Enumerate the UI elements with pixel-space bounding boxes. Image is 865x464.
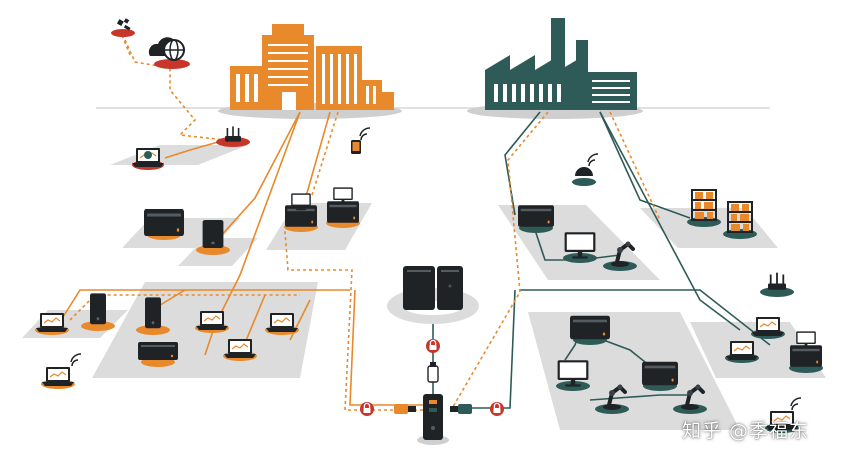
industrial-pc-icon — [563, 232, 597, 263]
satellite-icon — [111, 18, 135, 37]
network-switch-icon — [138, 342, 178, 367]
laptop-icon — [195, 310, 229, 333]
laptop-icon — [751, 316, 785, 339]
nas-storage-icon — [144, 209, 184, 240]
link-factory-warehouse — [599, 111, 691, 219]
storage-rack-icon — [723, 201, 757, 239]
industrial-pc-icon — [556, 360, 590, 391]
factory-devices — [518, 153, 823, 433]
nas-storage-icon — [326, 187, 360, 228]
nas-storage-icon — [570, 315, 610, 345]
link-office-switch-dashed — [284, 111, 425, 411]
nas-storage-icon — [518, 205, 554, 233]
link-office-floor — [204, 111, 301, 356]
link-factory-switch-dashed — [449, 111, 549, 413]
central-nas-icon — [387, 266, 479, 324]
platform-router-area — [110, 145, 248, 165]
padlock-icon — [359, 401, 375, 417]
laptop-icon-home — [131, 147, 165, 170]
security-camera-icon — [572, 153, 599, 186]
connections — [57, 29, 771, 413]
laptop-icon — [223, 338, 257, 361]
watermark: 知乎 @季福东 — [682, 420, 810, 442]
smartphone-icon — [351, 127, 371, 154]
wifi-router-icon — [216, 125, 250, 147]
link-office-nas — [209, 111, 301, 249]
usb-connector-icon — [427, 362, 439, 383]
office-building-icon — [230, 24, 394, 110]
cable-connector-icon — [450, 404, 472, 414]
nas-storage-icon — [284, 193, 318, 232]
link-office-pcs — [304, 111, 331, 201]
link-cloud-router — [124, 39, 226, 141]
laptop-icon — [725, 340, 759, 363]
cable-connector-icon — [394, 404, 416, 414]
link-laptop-router — [164, 139, 226, 159]
cloud-globe-icon — [148, 37, 190, 69]
laptop-icon — [35, 312, 69, 335]
padlock-icon — [425, 338, 441, 354]
wifi-router-icon-factory — [760, 271, 794, 297]
link-left-laptop — [57, 289, 350, 326]
laptop-icon — [265, 312, 299, 335]
factory-icon — [485, 18, 637, 110]
network-switch-icon-center — [417, 394, 449, 445]
padlock-icon — [489, 401, 505, 417]
industrial-pc-icon — [642, 361, 678, 391]
link-factory-laptops — [599, 111, 741, 331]
storage-rack-icon — [687, 189, 721, 227]
laptop-icon-remote — [41, 353, 82, 389]
